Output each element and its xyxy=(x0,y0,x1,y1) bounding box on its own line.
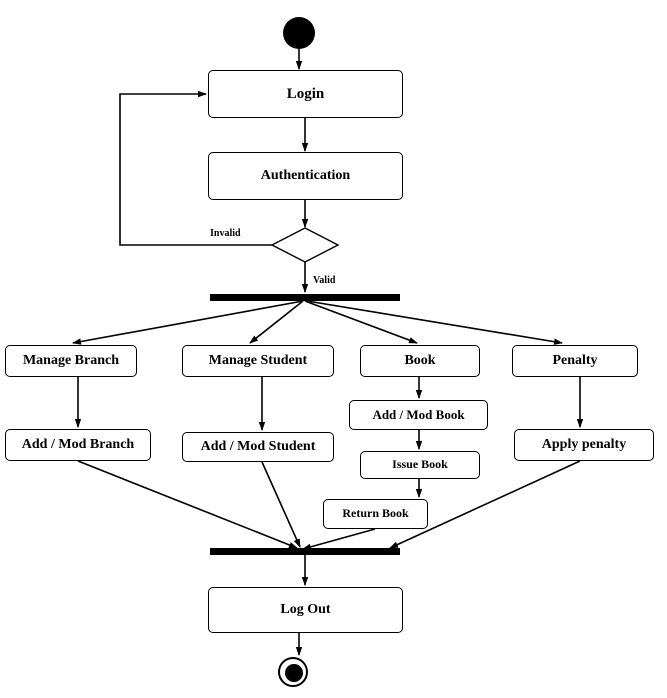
node-authentication-label: Authentication xyxy=(260,168,351,184)
node-manage-branch-label: Manage Branch xyxy=(22,353,120,369)
decision-diamond xyxy=(270,227,340,263)
node-apply-penalty-label: Apply penalty xyxy=(541,437,627,453)
start-node xyxy=(283,17,315,49)
fork-bar xyxy=(210,294,400,301)
node-book-label: Book xyxy=(404,353,436,369)
node-issue-book[interactable]: Issue Book xyxy=(360,451,480,479)
node-manage-branch[interactable]: Manage Branch xyxy=(5,345,137,377)
node-return-book-label: Return Book xyxy=(342,506,409,521)
node-authentication[interactable]: Authentication xyxy=(208,152,403,200)
node-manage-student-label: Manage Student xyxy=(208,353,308,369)
node-add-mod-branch[interactable]: Add / Mod Branch xyxy=(5,429,151,461)
end-node-fill xyxy=(285,664,303,682)
node-login[interactable]: Login xyxy=(208,70,403,118)
edge-label-invalid: Invalid xyxy=(210,228,241,239)
node-penalty[interactable]: Penalty xyxy=(512,345,638,377)
node-add-mod-book[interactable]: Add / Mod Book xyxy=(349,400,488,430)
node-apply-penalty[interactable]: Apply penalty xyxy=(514,429,654,461)
node-issue-book-label: Issue Book xyxy=(392,457,448,472)
end-node xyxy=(278,657,308,687)
node-add-mod-branch-label: Add / Mod Branch xyxy=(21,437,135,453)
node-return-book[interactable]: Return Book xyxy=(323,499,428,529)
node-logout[interactable]: Log Out xyxy=(208,587,403,633)
node-add-mod-book-label: Add / Mod Book xyxy=(372,406,465,422)
node-manage-student[interactable]: Manage Student xyxy=(182,345,334,377)
node-login-label: Login xyxy=(286,85,325,102)
join-bar xyxy=(210,548,400,555)
node-logout-label: Log Out xyxy=(280,602,331,618)
edge-label-valid: Valid xyxy=(313,275,336,286)
node-add-mod-student-label: Add / Mod Student xyxy=(200,439,316,455)
node-penalty-label: Penalty xyxy=(552,353,598,369)
node-add-mod-student[interactable]: Add / Mod Student xyxy=(182,432,334,462)
node-book[interactable]: Book xyxy=(360,345,480,377)
